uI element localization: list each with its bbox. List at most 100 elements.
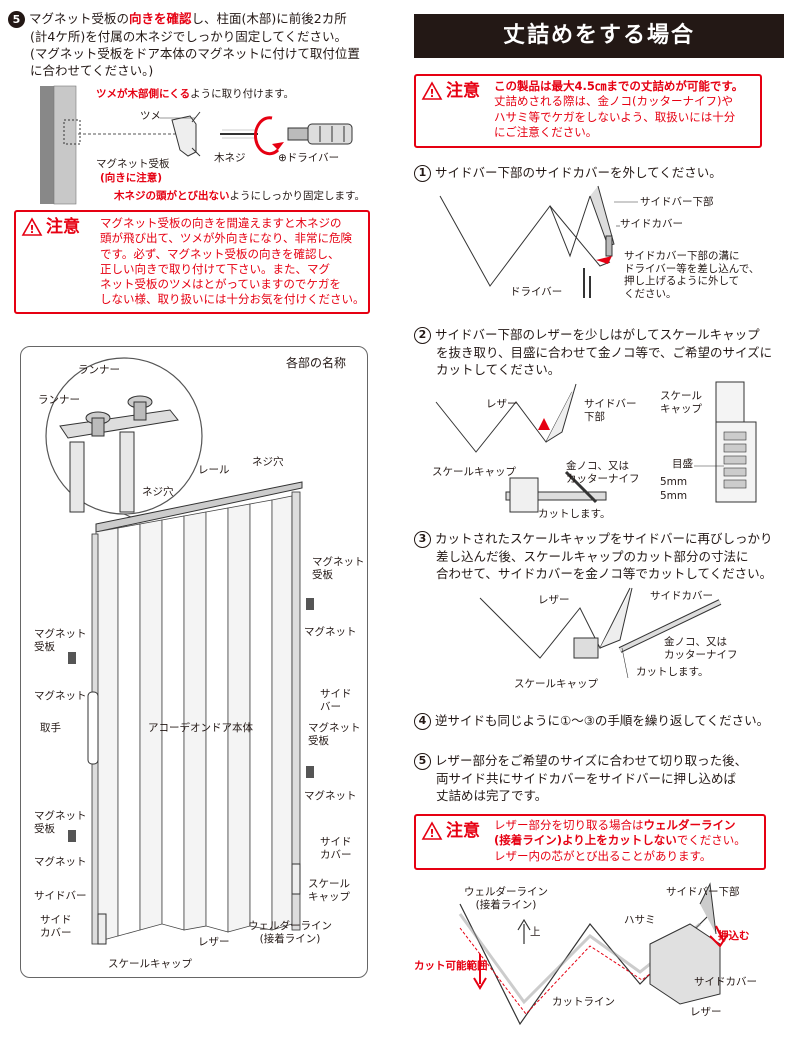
note-line: 押し上げるように外して: [624, 275, 740, 288]
label-side-bar-r: サイドバー: [320, 688, 352, 713]
label-side-cover-r: サイドカバー: [320, 836, 352, 861]
label-line: 受板: [308, 734, 329, 747]
label-magnet-r1: マグネット: [304, 626, 357, 638]
warning-triangle-icon: !: [421, 81, 443, 100]
label-line: 受板: [34, 640, 55, 653]
caution-title: 注意: [446, 821, 480, 841]
step-text: 丈詰めは完了です。: [436, 788, 548, 803]
step-text: (マグネット受板をドア本体のマグネットに付けて取付位置: [30, 46, 360, 61]
caution-title: 注意: [46, 217, 80, 237]
label-line: キャップ: [660, 402, 702, 415]
label-line: サイド: [320, 688, 352, 700]
caution-box-welder: ! 注意 レザー部分を切り取る場合はウェルダーライン (接着ライン)より上をカッ…: [414, 814, 766, 870]
step-text: サイドバー下部のサイドカバーを外してください。: [434, 165, 722, 180]
s3-label-side-cover: サイドカバー: [650, 590, 713, 602]
label-magnet-r2: マグネット: [304, 790, 357, 802]
label-line: サイド: [40, 914, 72, 926]
label-screw-hole-1: ネジ穴: [142, 486, 174, 498]
label-mag-plate-l1: マグネット受板: [34, 628, 87, 653]
step-number-badge: 1: [414, 165, 431, 182]
step-text: 逆サイドも同じように①〜③の手順を繰り返してください。: [434, 713, 770, 728]
caution-line: この製品は最大4.5㎝までの丈詰めが可能です。: [494, 79, 744, 93]
step2-figure: [435, 381, 757, 513]
fig-note-claw: ツメが木部側にくるように取り付けます。: [96, 88, 294, 101]
label-mag-plate-r2: マグネット受板: [308, 722, 361, 747]
s5-label-push: 押込む: [718, 930, 750, 942]
label-line: スケール: [308, 878, 350, 890]
step-text: サイドバー下部のレザーを少しはがしてスケールキャップ: [434, 327, 760, 342]
step-text: マグネット受板の: [28, 11, 129, 26]
step-text: (計4ケ所)を付属の木ネジでしっかり固定してください。: [30, 29, 347, 44]
step-text: を抜き取り、目盛に合わせて金ノコ等で、ご希望のサイズに: [436, 345, 773, 360]
label-screwdriver: ⊕ドライバー: [278, 152, 340, 164]
warning-triangle-icon: !: [421, 821, 443, 840]
label-line: 金ノコ、又は: [566, 460, 629, 472]
s1-label-sidebar-bottom: サイドバー下部: [640, 196, 714, 208]
step-text: カットされたスケールキャップをサイドバーに再びしっかり: [434, 531, 773, 546]
caution-body: この製品は最大4.5㎝までの丈詰めが可能です。 丈詰めされる際は、金ノコ(カッタ…: [494, 79, 760, 140]
s2-label-leather: レザー: [486, 398, 518, 410]
caution-line: マグネット受板の向きを間違えますと木ネジの: [100, 216, 342, 230]
caution-text: レザー部分を切り取る場合は: [494, 818, 644, 832]
step-text: レザー部分をご希望のサイズに合わせて切り取った後、: [434, 753, 748, 768]
step-text: 差し込んだ後、スケールキャップのカット部分の寸法に: [436, 549, 749, 564]
note-line: ドライバー等を差し込んで、: [624, 262, 760, 275]
svg-text:!: !: [429, 827, 434, 840]
step-text: カットしてください。: [436, 362, 561, 377]
label-screw-hole-2: ネジ穴: [252, 456, 284, 468]
label-runner-1: ランナー: [78, 364, 120, 376]
s1-label-driver: ドライバー: [510, 286, 563, 298]
shortening-banner: 丈詰めをする場合: [414, 14, 784, 58]
accordion-door-drawing: [45, 357, 314, 945]
label-line: (接着ライン): [259, 932, 321, 945]
label-leather: レザー: [198, 936, 230, 948]
note-highlight: ツメが木部側にくる: [96, 88, 191, 100]
caution-box-shortening: ! 注意 この製品は最大4.5㎝までの丈詰めが可能です。 丈詰めされる際は、金ノ…: [414, 74, 762, 148]
step-number-badge: 4: [414, 713, 431, 730]
label-scale-cap-bottom: スケールキャップ: [108, 958, 192, 970]
step-text: 両サイド共にサイドカバーをサイドバーに押し込めば: [436, 771, 737, 786]
step1-figure: [439, 185, 638, 298]
shortening-step-3: 3 カットされたスケールキャップをサイドバーに再びしっかり 差し込んだ後、スケー…: [414, 530, 773, 582]
caution-title: 注意: [446, 81, 480, 101]
label-mag-plate-r1: マグネット受板: [312, 556, 365, 581]
label-line: カッターナイフ: [566, 472, 640, 485]
s5-label-cut-line: カットライン: [552, 996, 615, 1008]
caution-line: ネット受板のツメはとがっていますのでケガを: [100, 277, 341, 292]
label-magnet-l2: マグネット: [34, 856, 87, 868]
caution-highlight: (接着ライン)より上をカットしない: [494, 833, 677, 848]
caution-line: しない様、取り扱いには十分お気を付けください。: [100, 292, 365, 307]
step-text: に合わせてください。): [30, 63, 154, 78]
svg-text:!: !: [29, 223, 34, 236]
step5-figure: [458, 882, 729, 1026]
label-welder-line: ウェルダーライン(接着ライン): [248, 920, 332, 945]
note-text: ようにしっかり固定します。: [229, 190, 365, 202]
s5-label-cut-range: カット可能範囲: [414, 960, 488, 972]
shortening-step-1: 1 サイドバー下部のサイドカバーを外してください。: [414, 164, 722, 182]
s3-label-cut: カットします。: [636, 666, 709, 678]
s2-label-5mm-2: 5mm: [660, 490, 688, 502]
label-magnet-plate-note: (向きに注意): [100, 172, 163, 184]
s3-label-saw: 金ノコ、又はカッターナイフ: [664, 636, 738, 661]
label-line: (接着ライン): [475, 898, 537, 911]
label-line: ウェルダーライン: [248, 920, 332, 932]
s2-label-scale: スケールキャップ: [660, 390, 702, 415]
note-line: ください。: [624, 287, 677, 300]
label-wood-screw: 木ネジ: [214, 152, 246, 164]
caution-highlight: ウェルダーライン: [643, 818, 736, 832]
parts-title: 各部の名称: [286, 356, 347, 370]
label-line: マグネット: [34, 810, 87, 822]
label-handle: 取手: [40, 722, 61, 734]
caution-body: レザー部分を切り取る場合はウェルダーライン (接着ライン)より上をカットしないで…: [494, 818, 766, 864]
caution-line: です。必ず、マグネット受板の向きを確認し、: [100, 246, 340, 261]
warning-triangle-icon: !: [21, 217, 43, 236]
label-line: サイドバー: [584, 398, 637, 410]
label-line: 受板: [312, 568, 333, 581]
caution-heading: ! 注意: [21, 216, 80, 238]
label-line: カバー: [40, 926, 72, 939]
caution-line: ハサミ等でケガをしないよう、取扱いには十分: [494, 109, 736, 124]
step-text: し、柱面(木部)に前後2カ所: [191, 11, 347, 26]
s5-label-up: 上: [530, 926, 541, 938]
label-scale-cap-r: スケールキャップ: [308, 878, 350, 903]
label-line: キャップ: [308, 890, 350, 903]
